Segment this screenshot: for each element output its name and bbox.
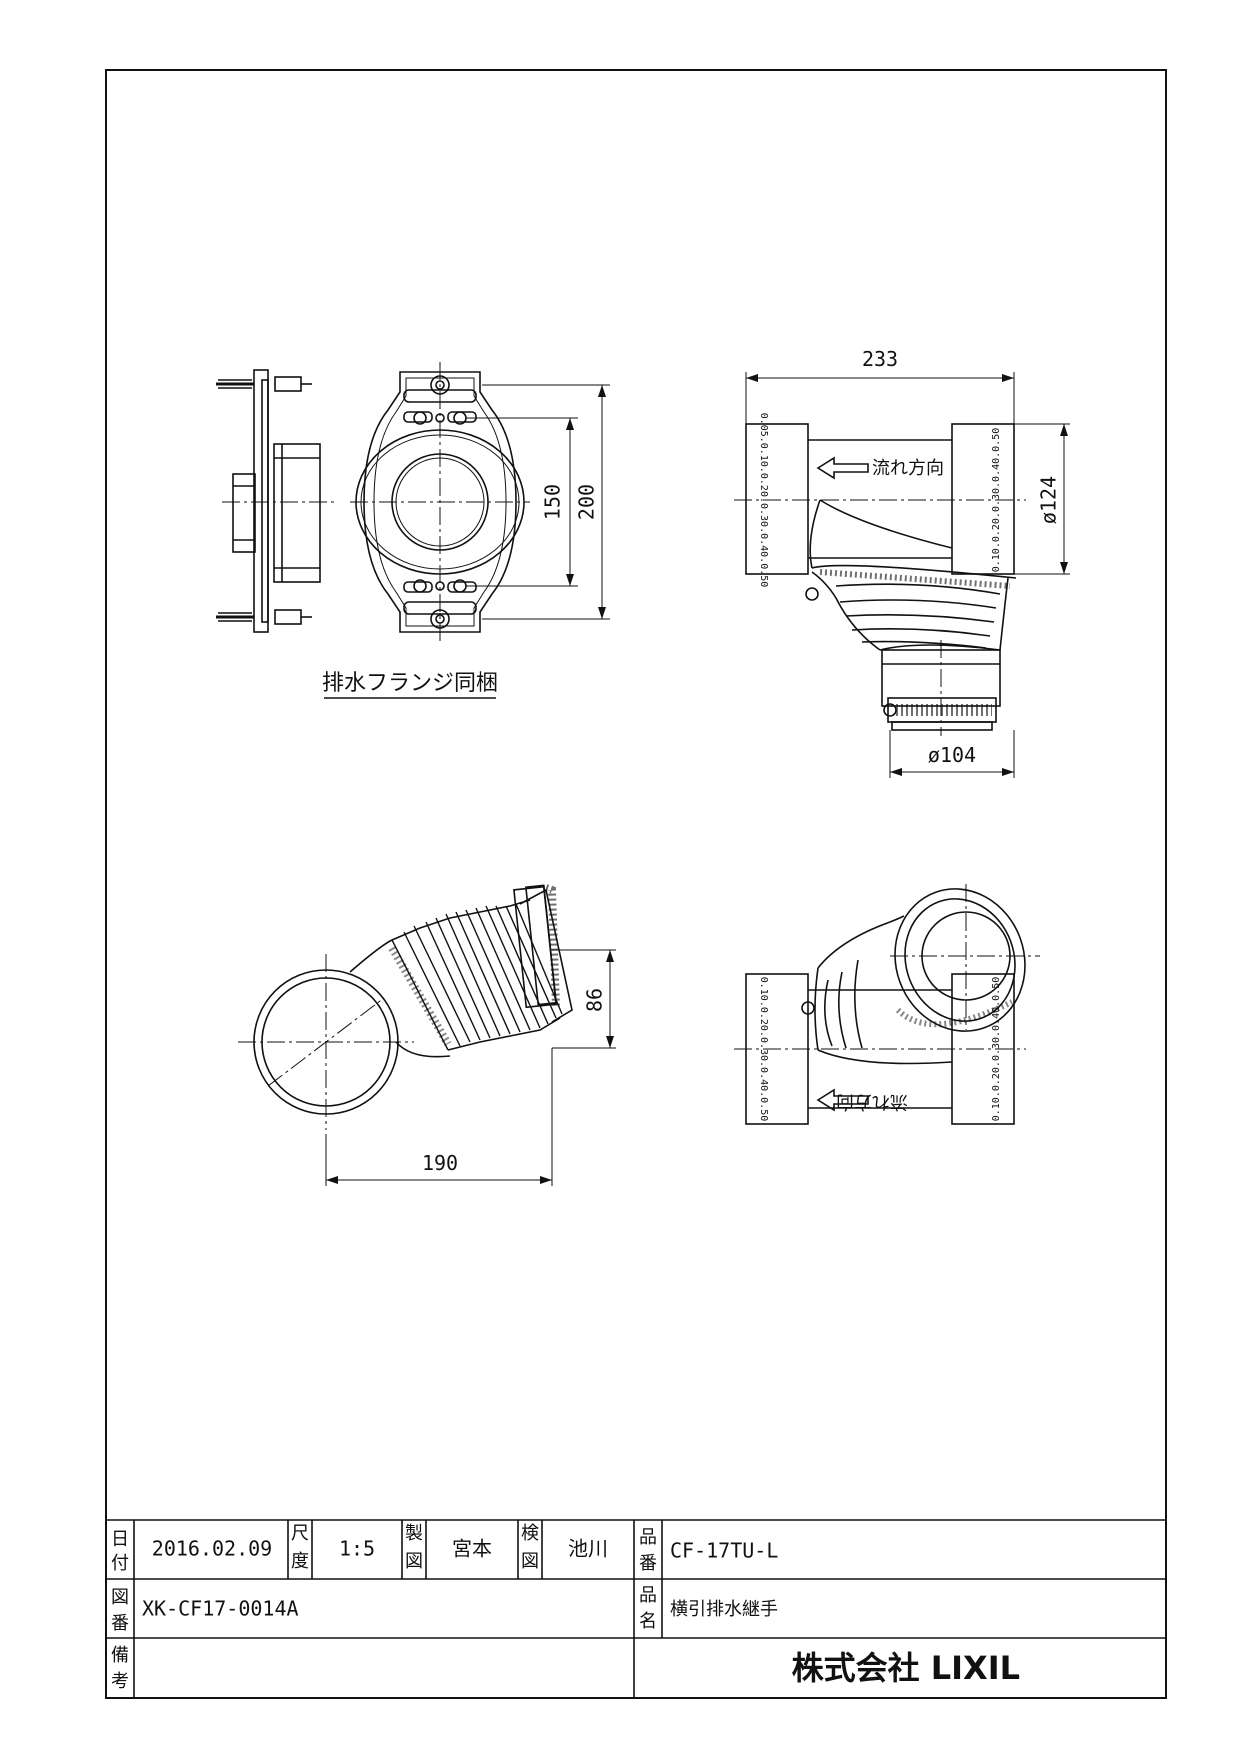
part-name: 横引排水継手 xyxy=(670,1599,778,1620)
scale-value: 1:5 xyxy=(339,1537,375,1561)
dim-top-width: 233 xyxy=(862,347,898,371)
drawn-label-1: 製 xyxy=(405,1523,423,1544)
drawing-no-label-2: 番 xyxy=(111,1613,129,1634)
dim-arrows-bellows xyxy=(326,950,614,1184)
dim-flange-outer: 200 xyxy=(575,484,599,520)
drawn-label-2: 図 xyxy=(405,1551,423,1572)
dim-arrows-flange xyxy=(566,385,606,619)
dim-side-dia: ø124 xyxy=(1037,476,1061,524)
date-label-2: 付 xyxy=(111,1553,129,1574)
remarks-label-1: 備 xyxy=(111,1645,129,1666)
scale-label-1: 尺 xyxy=(291,1523,309,1544)
flow-direction-label-rear: 流れ方向 xyxy=(836,1091,908,1112)
flange-front-view xyxy=(350,362,610,644)
part-no: CF-17TU-L xyxy=(670,1539,778,1563)
part-name-label-1: 品 xyxy=(639,1585,657,1606)
flange-caption: 排水フランジ同梱 xyxy=(322,671,498,696)
drawn-by: 宮本 xyxy=(452,1537,492,1561)
dim-flange-inner: 150 xyxy=(541,484,565,520)
checked-label-2: 図 xyxy=(521,1551,539,1572)
part-name-label-2: 名 xyxy=(639,1611,657,1632)
joint-rear-view xyxy=(734,884,1040,1125)
checked-by: 池川 xyxy=(568,1537,608,1561)
scale-marks-rear-left: 0.10.0.20.0.30.0.40.0.50 xyxy=(758,977,769,1122)
dim-bottom-dia: ø104 xyxy=(928,743,976,767)
flange-side-view xyxy=(216,369,338,633)
drawing-no-label-1: 図 xyxy=(111,1587,129,1608)
checked-label-1: 検 xyxy=(521,1523,539,1544)
scale-marks-right: 0.10.0.20.0.30.0.40.0.50 xyxy=(991,428,1002,573)
scale-marks-rear-right: 0.10.0.20.0.30.0.40.0.50 xyxy=(991,977,1002,1122)
part-no-label-1: 品 xyxy=(639,1527,657,1548)
sheet-border xyxy=(105,69,1167,1699)
dim-bellows-width: 190 xyxy=(422,1151,458,1175)
flow-direction-label: 流れ方向 xyxy=(872,458,944,479)
dim-bellows-height: 86 xyxy=(583,988,607,1012)
joint-elevation-view xyxy=(734,372,1070,778)
bellows-plan-view xyxy=(238,884,616,1186)
company-logo: 株式会社 LIXIL xyxy=(792,1649,1020,1687)
part-no-label-2: 番 xyxy=(639,1553,657,1574)
scale-marks-left: 0.05.0.10.0.20.0.30.0.40.0.50 xyxy=(758,413,769,588)
remarks-label-2: 考 xyxy=(111,1671,129,1692)
scale-label-2: 度 xyxy=(291,1551,309,1572)
dim-arrows-elevation xyxy=(746,374,1068,776)
drawing-no: XK-CF17-0014A xyxy=(142,1597,299,1621)
title-block xyxy=(106,1519,1166,1698)
date-label-1: 日 xyxy=(111,1529,129,1550)
date-value: 2016.02.09 xyxy=(152,1537,272,1561)
